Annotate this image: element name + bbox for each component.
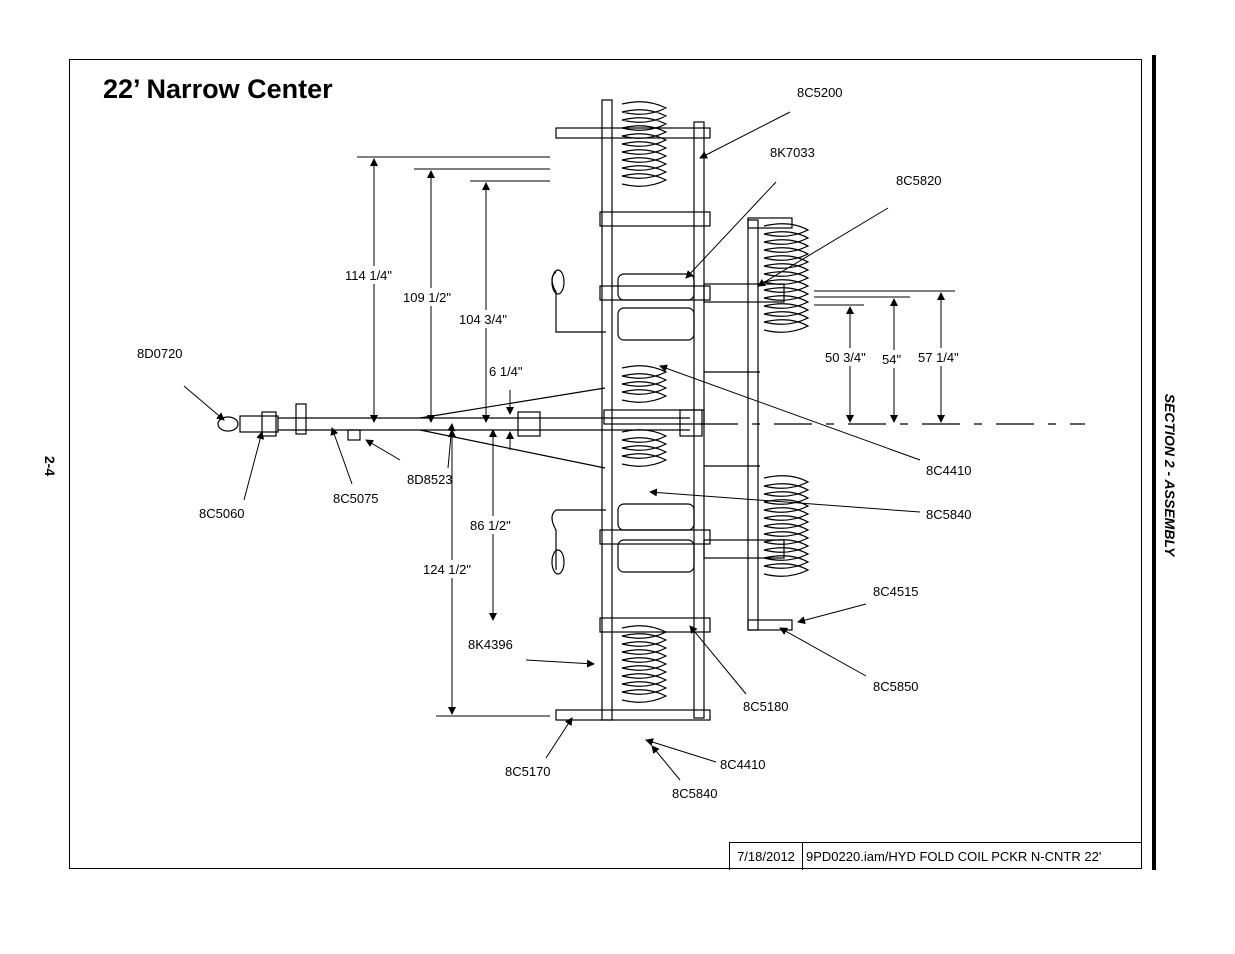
- coil-packer-wing-top: [763, 223, 810, 333]
- dim-86-1-2: 86 1/2": [470, 518, 511, 533]
- coil-packer-bottom: [621, 625, 668, 703]
- dimension-labels: 114 1/4" 109 1/2" 104 3/4" 6 1/4" 86 1/2…: [340, 266, 967, 578]
- dim-104-3-4: 104 3/4": [459, 312, 507, 327]
- part-labels: 8C5200 8K7033 8C5820 8D0720 8C4410 8C584…: [137, 85, 972, 801]
- coil-packer-wing-bottom: [763, 475, 810, 577]
- drawing-frame: [69, 59, 1142, 869]
- tongue: [217, 387, 690, 469]
- dim-124-1-2: 124 1/2": [423, 562, 471, 577]
- section-side-bar: [1152, 55, 1156, 870]
- title-block: 7/18/2012 9PD0220.iam/HYD FOLD COIL PCKR…: [729, 842, 1142, 870]
- part-label-8c5060: 8C5060: [199, 506, 245, 521]
- part-label-8c4515: 8C4515: [873, 584, 919, 599]
- part-label-8k4396: 8K4396: [468, 637, 513, 652]
- part-label-8k7033: 8K7033: [770, 145, 815, 160]
- leader-lines: [183, 111, 921, 781]
- part-label-8c5850: 8C5850: [873, 679, 919, 694]
- part-label-8c5840-lower: 8C5840: [672, 786, 718, 801]
- center-frame: [555, 99, 711, 721]
- part-label-8c4410-upper: 8C4410: [926, 463, 972, 478]
- coil-packer-top: [621, 101, 668, 187]
- part-label-8c5200: 8C5200: [797, 85, 843, 100]
- dim-114-1-4: 114 1/4": [345, 268, 392, 283]
- dim-6-1-4: 6 1/4": [489, 364, 523, 379]
- part-label-8c5075: 8C5075: [333, 491, 379, 506]
- page-title: 22’ Narrow Center: [103, 74, 333, 104]
- part-label-8d8523: 8D8523: [407, 472, 453, 487]
- machine-drawing: [183, 99, 1085, 781]
- part-label-8c4410-lower: 8C4410: [720, 757, 766, 772]
- dim-109-1-2: 109 1/2": [403, 290, 451, 305]
- coil-packer-center: [621, 365, 668, 467]
- part-label-8c5170: 8C5170: [505, 764, 551, 779]
- transport-tires: [617, 273, 695, 573]
- wing-frame: [703, 217, 793, 631]
- part-label-8c5820: 8C5820: [896, 173, 942, 188]
- part-label-8c5840-upper: 8C5840: [926, 507, 972, 522]
- part-label-8d0720: 8D0720: [137, 346, 183, 361]
- part-label-8c5180: 8C5180: [743, 699, 789, 714]
- dim-50-3-4: 50 3/4": [825, 350, 866, 365]
- dim-54: 54": [882, 352, 901, 367]
- title-block-date: 7/18/2012: [729, 843, 802, 870]
- title-block-file: 9PD0220.iam/HYD FOLD COIL PCKR N-CNTR 22…: [802, 843, 1142, 870]
- lift-arms: [551, 269, 606, 575]
- dim-57-1-4: 57 1/4": [918, 350, 959, 365]
